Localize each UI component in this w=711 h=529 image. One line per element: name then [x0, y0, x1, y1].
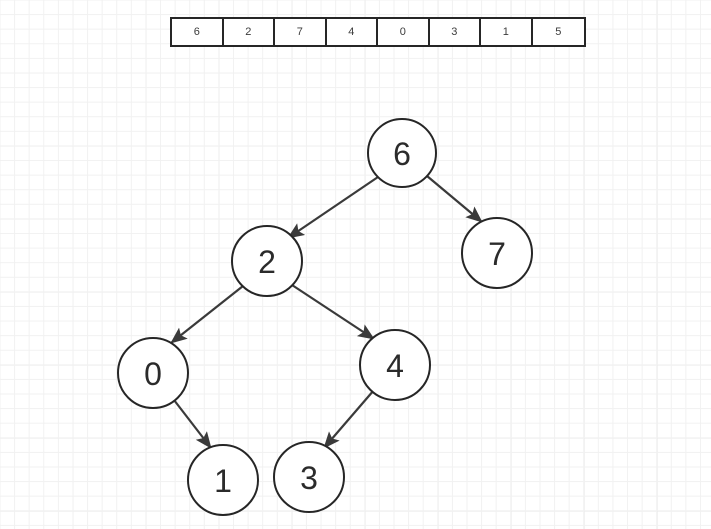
- array-cell[interactable]: 3: [429, 19, 481, 45]
- tree-node-3[interactable]: 3: [273, 441, 345, 513]
- node-label: 6: [393, 136, 411, 172]
- edge-6-to-2: [287, 176, 379, 239]
- node-label: 2: [258, 244, 276, 280]
- node-circle[interactable]: [461, 217, 533, 289]
- node-label: 7: [488, 236, 506, 272]
- edge-6-to-7: [426, 175, 483, 223]
- input-array: 6 2 7 4 0 3 1 5: [170, 17, 586, 47]
- tree-edges: [170, 175, 483, 449]
- array-cell[interactable]: 5: [532, 19, 584, 45]
- tree-node-4[interactable]: 4: [359, 329, 431, 401]
- tree-nodes: 6 7 2 0 4 1 3: [117, 118, 533, 516]
- node-label: 0: [144, 356, 162, 392]
- array-cell[interactable]: 4: [326, 19, 378, 45]
- node-label: 3: [300, 460, 318, 496]
- node-circle[interactable]: [367, 118, 437, 188]
- node-circle[interactable]: [231, 225, 303, 297]
- array-cell[interactable]: 1: [481, 19, 533, 45]
- tree-node-0[interactable]: 0: [117, 337, 189, 409]
- tree-node-1[interactable]: 1: [187, 444, 259, 516]
- edge-0-to-1: [173, 399, 212, 449]
- edge-2-to-4: [291, 284, 375, 340]
- edge-4-to-3: [323, 389, 375, 449]
- edge-2-to-0: [170, 285, 244, 344]
- array-cell[interactable]: 2: [223, 19, 275, 45]
- node-circle[interactable]: [273, 441, 345, 513]
- tree-node-6[interactable]: 6: [367, 118, 437, 188]
- array-cell[interactable]: 0: [378, 19, 430, 45]
- array-cell[interactable]: 6: [172, 19, 224, 45]
- array-cell[interactable]: 7: [275, 19, 327, 45]
- tree-node-7[interactable]: 7: [461, 217, 533, 289]
- node-circle[interactable]: [187, 444, 259, 516]
- node-label: 4: [386, 348, 404, 384]
- node-label: 1: [214, 463, 232, 499]
- tree-node-2[interactable]: 2: [231, 225, 303, 297]
- node-circle[interactable]: [359, 329, 431, 401]
- node-circle[interactable]: [117, 337, 189, 409]
